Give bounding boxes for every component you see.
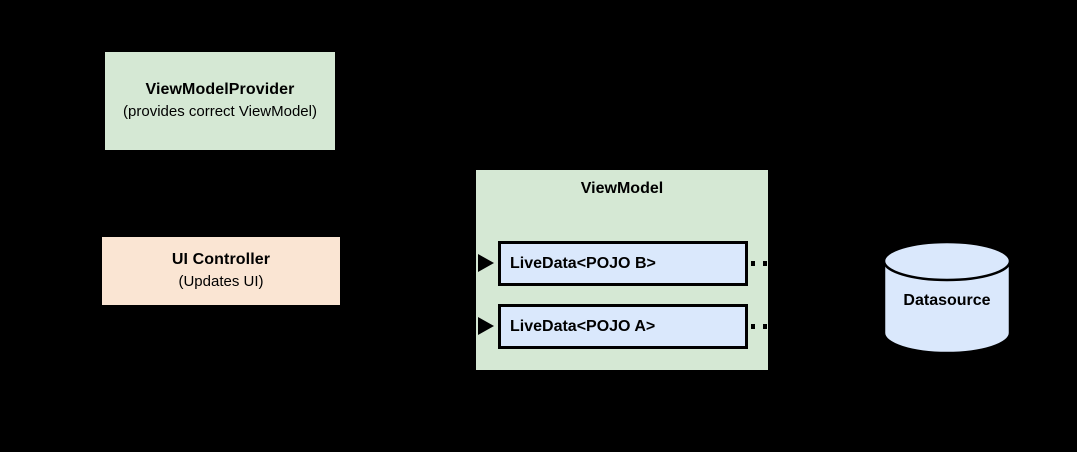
dashed-connector-livedata-pojo-b: [751, 261, 767, 266]
node-livedata-pojo-b[interactable]: LiveData<POJO B>: [498, 241, 748, 286]
livedata-pojo-a-label: LiveData<POJO A>: [510, 317, 656, 335]
viewmodelprovider-title: ViewModelProvider: [145, 81, 295, 99]
database-cylinder-icon: [882, 241, 1012, 353]
dashed-connector-livedata-pojo-a: [751, 324, 767, 329]
viewmodelprovider-subtitle: (provides correct ViewModel): [123, 103, 317, 121]
node-datasource[interactable]: Datasource: [882, 241, 1012, 353]
ui-controller-title: UI Controller: [171, 251, 271, 269]
dash-dot: [763, 324, 767, 329]
node-ui-controller[interactable]: UI Controller (Updates UI): [102, 237, 340, 305]
arrowhead-into-livedata-pojo-a: [478, 317, 494, 335]
dash-dot: [763, 261, 767, 266]
viewmodel-title: ViewModel: [580, 180, 664, 197]
arrowhead-into-livedata-pojo-b: [478, 254, 494, 272]
dash-dot: [751, 261, 755, 266]
node-viewmodelprovider[interactable]: ViewModelProvider (provides correct View…: [105, 52, 335, 150]
livedata-pojo-b-label: LiveData<POJO B>: [510, 254, 656, 272]
ui-controller-subtitle: (Updates UI): [178, 273, 264, 291]
dash-dot: [751, 324, 755, 329]
node-livedata-pojo-a[interactable]: LiveData<POJO A>: [498, 304, 748, 349]
